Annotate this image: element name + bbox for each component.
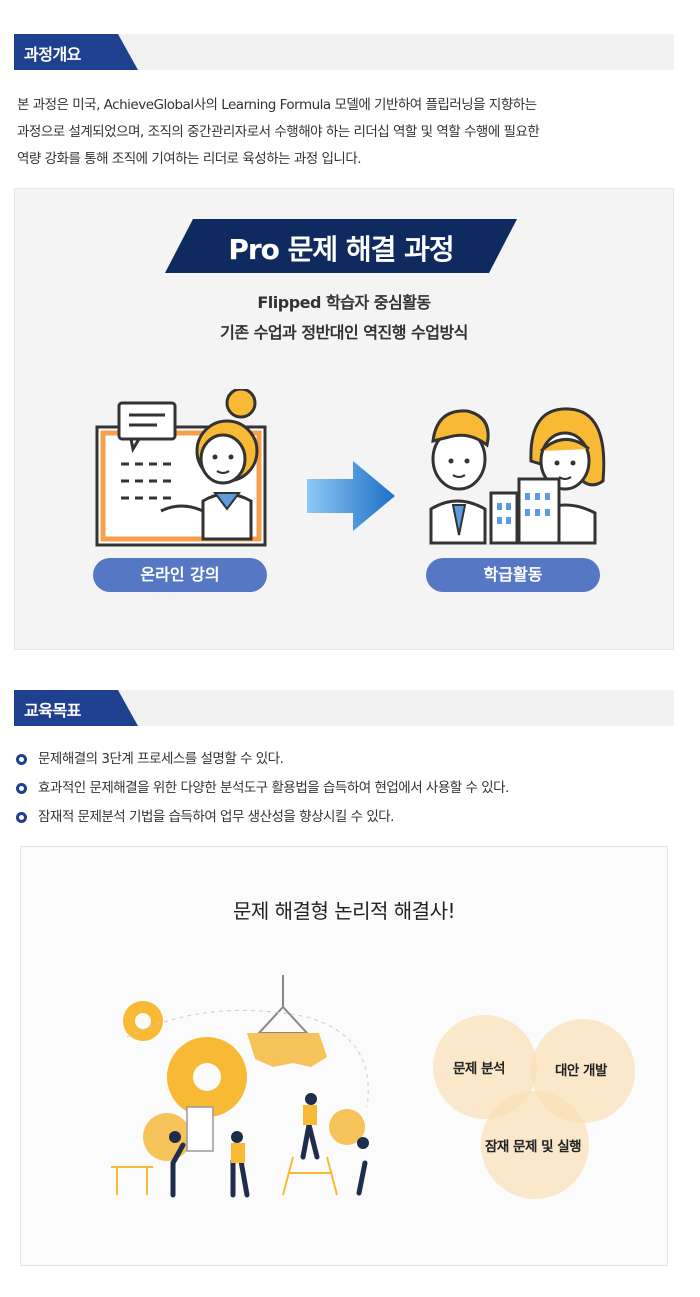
banner-title: Pro 문제 해결 과정 [228, 233, 454, 266]
solver-panel: 문제 해결형 논리적 해결사! [20, 846, 668, 1266]
list-item: 문제해결의 3단계 프로세스를 설명할 수 있다. [14, 745, 674, 774]
venn-label-analysis: 문제 분석 [453, 1061, 505, 1077]
online-lecture-illustration [95, 389, 267, 547]
bullet-icon [16, 783, 27, 794]
bullet-icon [16, 812, 27, 823]
class-activity-illustration [429, 407, 606, 545]
course-panel: Pro 문제 해결 과정 Flipped 학습자 중심활동 기존 수업과 정반대… [14, 188, 674, 650]
online-lecture-label: 온라인 강의 [93, 558, 267, 592]
intro-line: 본 과정은 미국, AchieveGlobal사의 Learning Formu… [17, 97, 537, 113]
list-item: 효과적인 문제해결을 위한 다양한 분석도구 활용법을 습득하여 현업에서 사용… [14, 774, 674, 803]
intro-line: 과정으로 설계되었으며, 조직의 중간관리자로서 수행해야 하는 리더십 역할 … [17, 124, 540, 140]
class-activity-label: 학급활동 [426, 558, 600, 592]
objectives-header: 교육목표 [14, 690, 674, 726]
arrow-right-icon [307, 461, 395, 531]
objective-text: 문제해결의 3단계 프로세스를 설명할 수 있다. [38, 751, 284, 767]
objectives-tab: 교육목표 [14, 690, 138, 726]
objectives-list: 문제해결의 3단계 프로세스를 설명할 수 있다. 효과적인 문제해결을 위한 … [14, 745, 674, 832]
venn-label-alternative: 대안 개발 [555, 1063, 607, 1079]
objective-text: 효과적인 문제해결을 위한 다양한 분석도구 활용법을 습득하여 현업에서 사용… [38, 780, 509, 796]
objective-text: 잠재적 문제분석 기법을 습득하여 업무 생산성을 향상시킬 수 있다. [38, 809, 394, 825]
subtitle-flipped: Flipped 학습자 중심활동 [257, 293, 431, 312]
teamwork-gears-illustration [111, 975, 369, 1198]
solver-title: 문제 해결형 논리적 해결사! [233, 899, 456, 923]
course-banner: Pro 문제 해결 과정 [165, 219, 517, 273]
overview-tab: 과정개요 [14, 34, 138, 70]
list-item: 잠재적 문제분석 기법을 습득하여 업무 생산성을 향상시킬 수 있다. [14, 803, 674, 832]
subtitle-method: 기존 수업과 정반대인 역진행 수업방식 [220, 323, 468, 342]
intro-line: 역량 강화를 통해 조직에 기여하는 리더로 육성하는 과정 입니다. [17, 151, 362, 167]
overview-header: 과정개요 [14, 34, 674, 70]
objectives-heading: 교육목표 [24, 701, 81, 720]
venn-label-execution: 잠재 문제 및 실행 [485, 1139, 582, 1155]
overview-heading: 과정개요 [24, 45, 81, 64]
overview-intro: 본 과정은 미국, AchieveGlobal사의 Learning Formu… [17, 92, 677, 173]
bullet-icon [16, 754, 27, 765]
venn-diagram [433, 1015, 635, 1199]
